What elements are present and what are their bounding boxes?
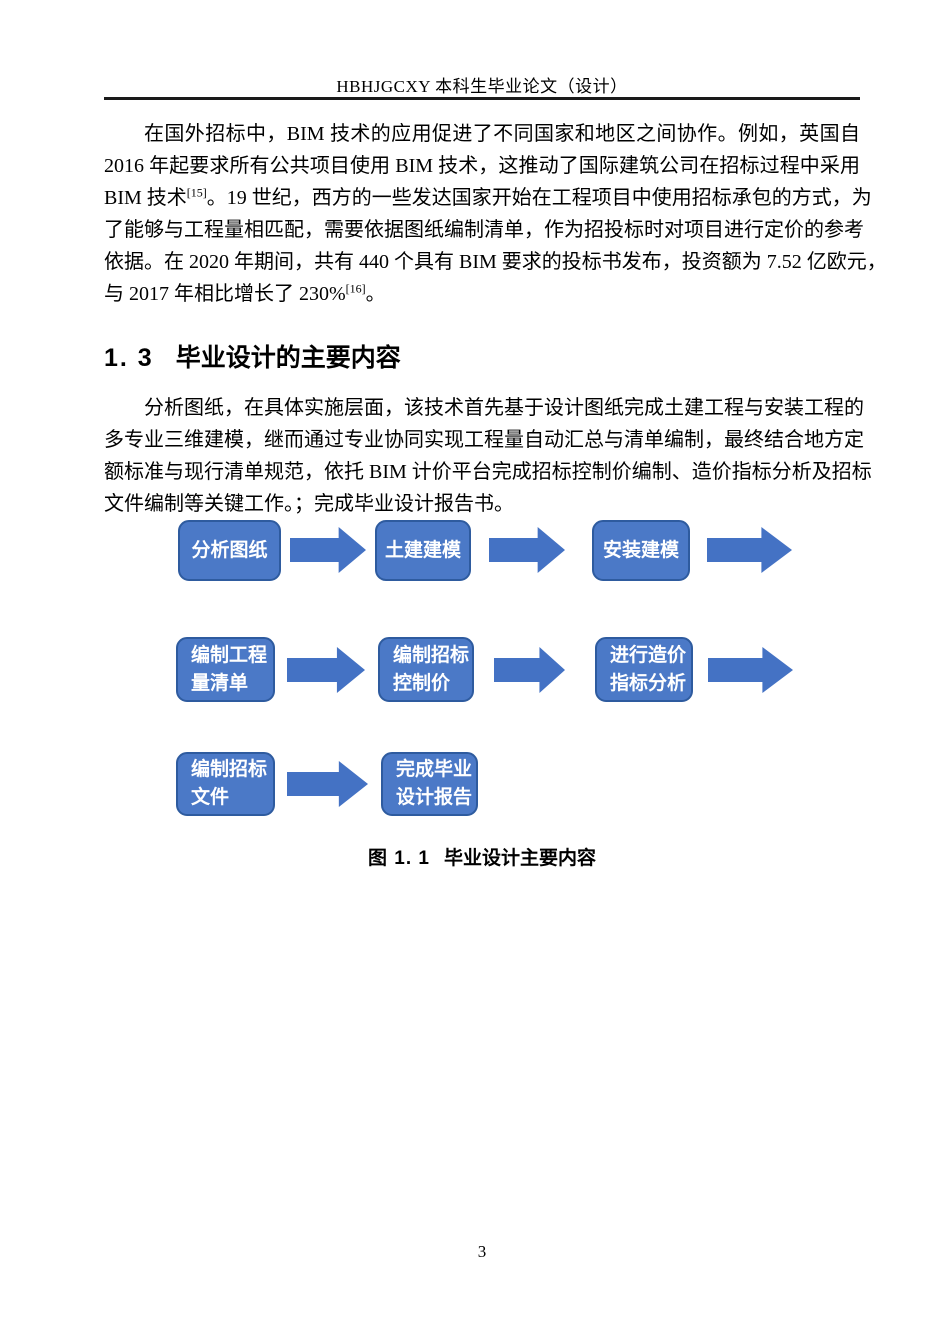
figure-caption-text: 毕业设计主要内容 <box>443 848 596 869</box>
section-heading-1-3: 1. 3 毕业设计的主要内容 <box>104 338 860 374</box>
paragraph-international-bidding: 在国外招标中，BIM 技术的应用促进了不同国家和地区之间协作。例如，英国自 20… <box>104 118 887 310</box>
flow-box-cost-index-analysis: 进行造价 指标分析 <box>595 637 693 702</box>
paragraph-line: 2016 年起要求所有公共项目使用 BIM 技术，这推动了国际建筑公司在招标过程… <box>104 155 860 177</box>
citation-ref-15: [15] <box>186 185 207 200</box>
paragraph-line: 分析图纸，在具体实施层面，该技术首先基于设计图纸完成土建工程与安装工程的 <box>144 397 864 419</box>
flow-box-mep-modeling: 安装建模 <box>592 520 690 581</box>
citation-ref-16: [16] <box>345 281 366 296</box>
flow-box-final-report: 完成毕业 设计报告 <box>381 752 478 816</box>
flow-box-analyze-drawings: 分析图纸 <box>178 520 281 581</box>
header-rule <box>104 97 860 100</box>
figure-caption: 图 1. 1 毕业设计主要内容 <box>104 843 860 870</box>
line-text: BIM 技术 <box>104 187 187 209</box>
arrow-right-icon <box>290 527 366 573</box>
line-text: 。 <box>365 283 386 305</box>
figure-flowchart: 分析图纸 土建建模 安装建模 编制工程 量清单 编制招标 控制价 进行造价 指标… <box>0 510 950 840</box>
page-number: 3 <box>477 1242 487 1261</box>
paragraph-line: 文件编制等关键工作。；完成毕业设计报告书。 <box>104 493 514 515</box>
arrow-right-icon <box>489 527 565 573</box>
figure-caption-label: 图 1. 1 <box>368 848 430 869</box>
paragraph-line: 在国外招标中，BIM 技术的应用促进了不同国家和地区之间协作。例如，英国自 <box>144 123 860 145</box>
paragraph-line: 了能够与工程量相匹配，需要依据图纸编制清单，作为招投标时对项目进行定价的参考 <box>104 219 864 241</box>
arrow-right-icon <box>287 647 365 693</box>
paragraph-design-content: 分析图纸，在具体实施层面，该技术首先基于设计图纸完成土建工程与安装工程的 多专业… <box>104 392 872 520</box>
paragraph-line: 依据。在 2020 年期间，共有 440 个具有 BIM 要求的投标书发布，投资… <box>104 251 887 273</box>
line-text: 。19 世纪，西方的一些发达国家开始在工程项目中使用招标承包的方式，为 <box>206 187 872 209</box>
section-title: 毕业设计的主要内容 <box>175 344 401 372</box>
running-header: HBHJGCXY 本科生毕业论文（设计） <box>336 77 628 96</box>
paragraph-line: 多专业三维建模，继而通过专业协同实现工程量自动汇总与清单编制，最终结合地方定 <box>104 429 864 451</box>
paragraph-line: 额标准与现行清单规范，依托 BIM 计价平台完成招标控制价编制、造价指标分析及招… <box>104 461 872 483</box>
arrow-right-icon <box>287 761 368 807</box>
paragraph-line: 与 2017 年相比增长了 230%[16]。 <box>104 278 860 310</box>
flow-box-civil-modeling: 土建建模 <box>375 520 471 581</box>
flow-box-tender-control-price: 编制招标 控制价 <box>378 637 474 702</box>
flow-box-boq-compilation: 编制工程 量清单 <box>176 637 275 702</box>
paragraph-line: BIM 技术[15]。19 世纪，西方的一些发达国家开始在工程项目中使用招标承包… <box>104 182 872 214</box>
arrow-right-icon <box>707 527 792 573</box>
section-number: 1. 3 <box>104 344 154 372</box>
flow-box-tender-documents: 编制招标 文件 <box>176 752 275 816</box>
arrow-right-icon <box>494 647 565 693</box>
line-text: 与 2017 年相比增长了 230% <box>104 283 346 305</box>
arrow-right-icon <box>708 647 793 693</box>
